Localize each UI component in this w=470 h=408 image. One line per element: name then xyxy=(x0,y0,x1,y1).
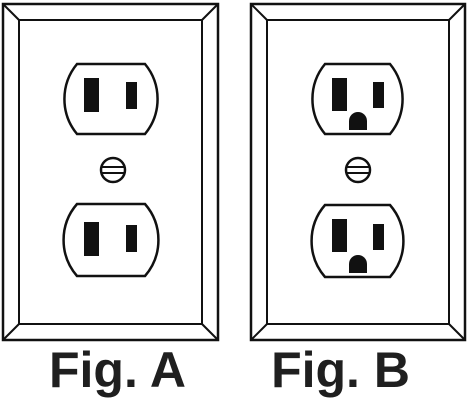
hot-slot xyxy=(373,224,384,250)
plate-bevel-line xyxy=(250,3,268,21)
neutral-slot xyxy=(332,78,347,111)
screw-icon xyxy=(344,156,372,184)
plate-bevel-line xyxy=(2,3,20,21)
wall-plate-b xyxy=(249,2,467,342)
receptacle-face xyxy=(62,202,160,278)
receptacle-top xyxy=(63,62,159,136)
ground-hole xyxy=(349,112,367,130)
figure-b: Fig. B xyxy=(235,0,470,408)
plate-bevel-line xyxy=(448,3,466,21)
figure-caption-a: Fig. A xyxy=(48,342,186,398)
neutral-slot xyxy=(84,78,99,112)
wall-plate-a xyxy=(1,2,220,342)
neutral-slot xyxy=(332,219,347,252)
hot-slot xyxy=(126,225,137,252)
figure-caption-b: Fig. B xyxy=(271,342,410,398)
plate-bevel-line xyxy=(201,3,219,21)
screw-icon xyxy=(99,156,127,184)
figure-a: Fig. A xyxy=(1,2,220,398)
plate-bevel-line xyxy=(448,323,466,341)
receptacle-face xyxy=(63,62,159,136)
plate-bevel-line xyxy=(2,323,20,341)
receptacle-bottom xyxy=(62,202,160,278)
neutral-slot xyxy=(84,222,99,256)
plate-bevel-line xyxy=(250,323,268,341)
ground-hole xyxy=(349,255,367,273)
hot-slot xyxy=(126,82,137,109)
receptacle-top xyxy=(311,62,404,136)
plate-bevel-line xyxy=(201,323,219,341)
hot-slot xyxy=(373,82,384,108)
receptacle-bottom xyxy=(310,203,405,279)
